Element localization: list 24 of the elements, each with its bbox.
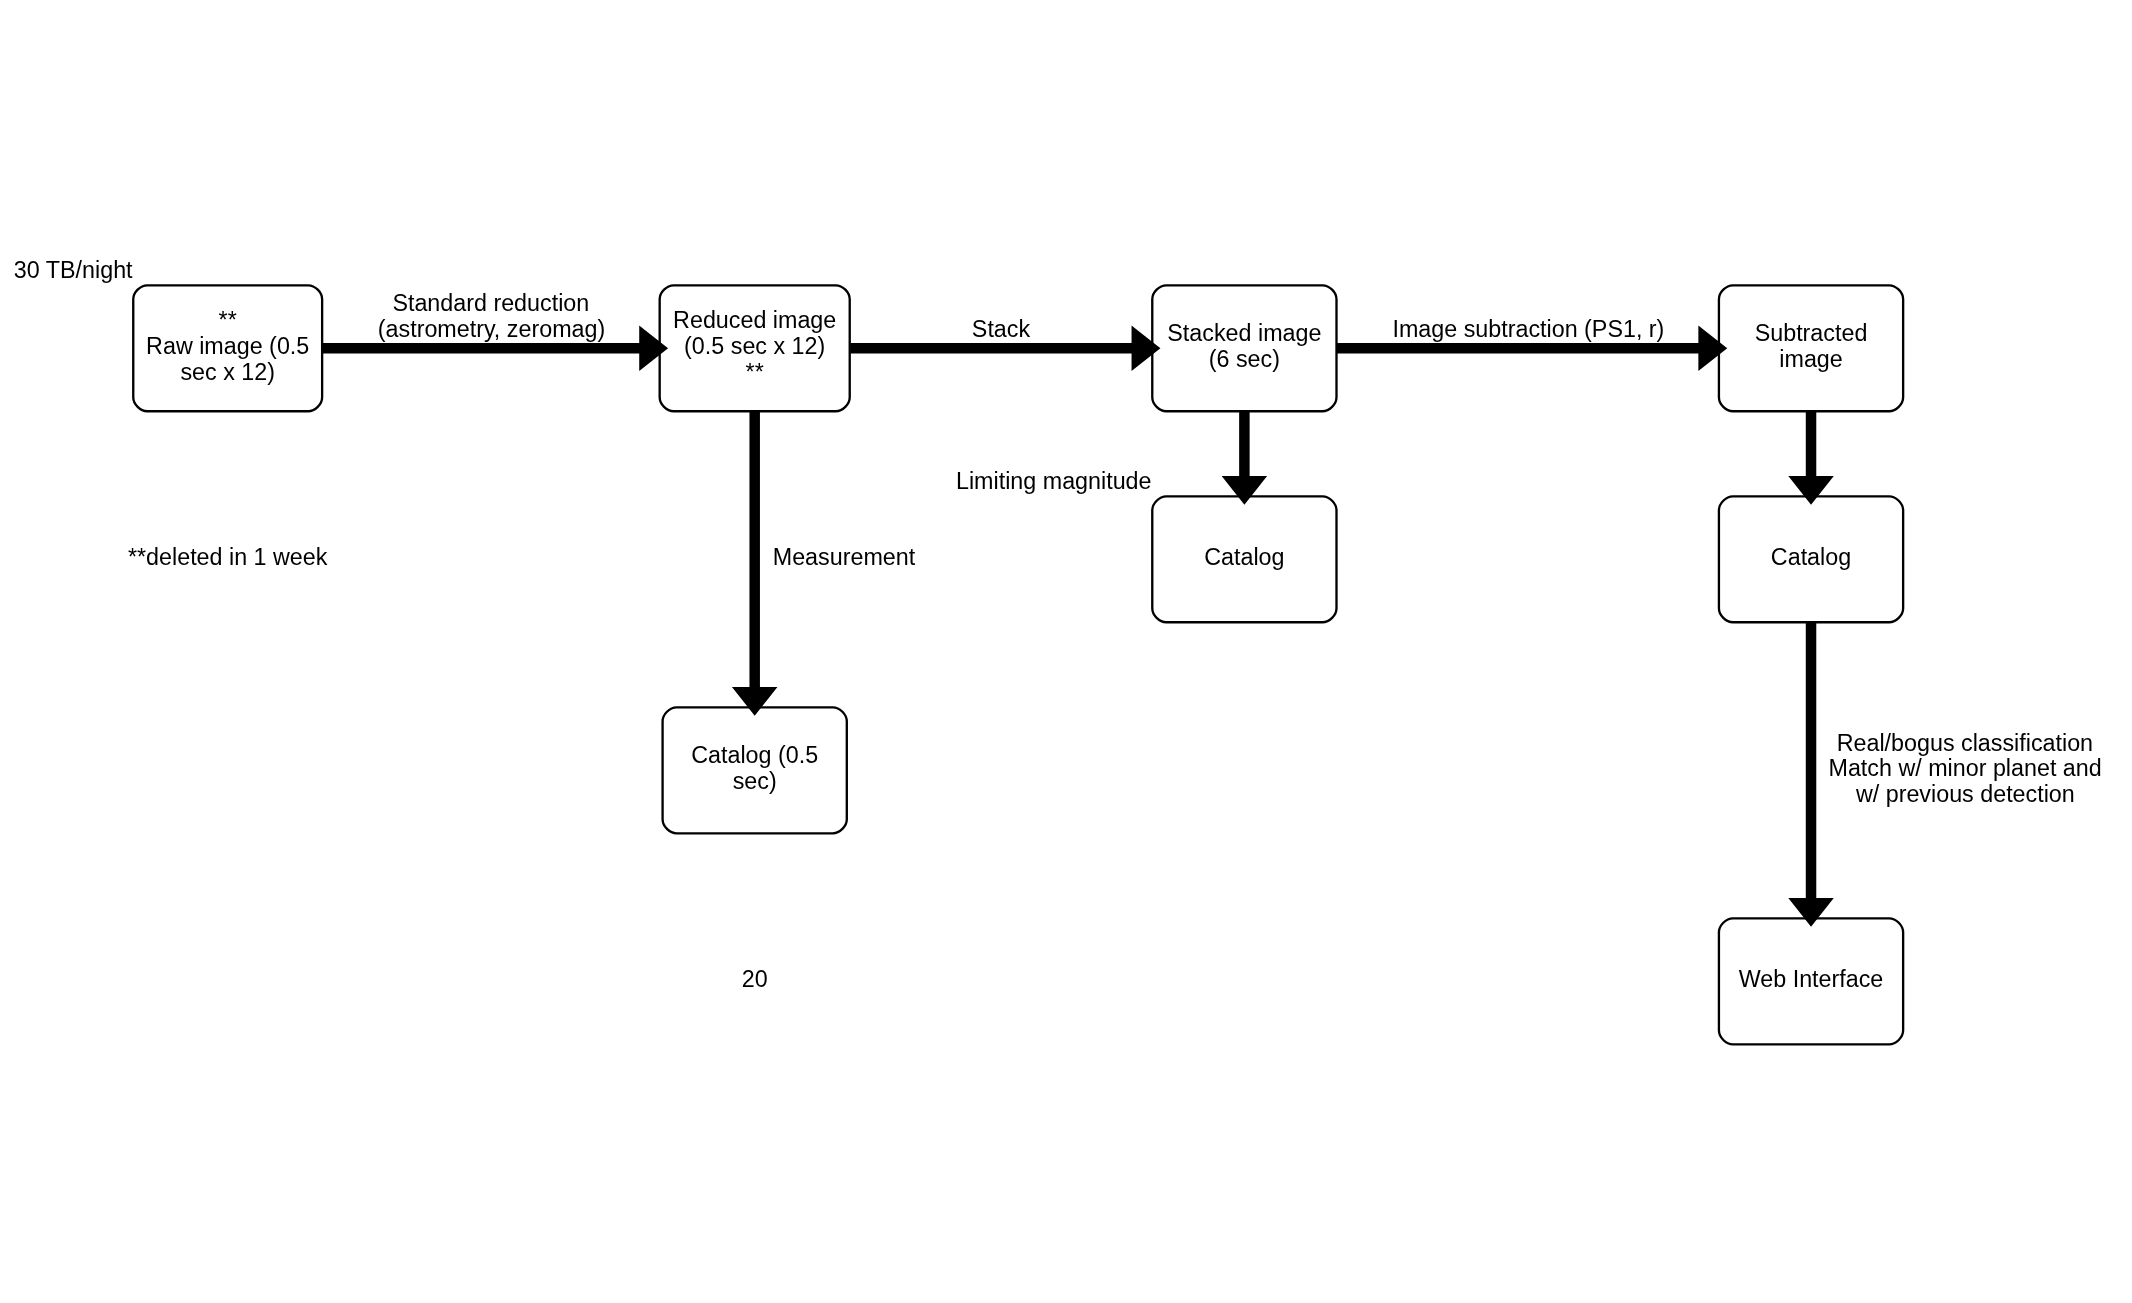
- node-label: 30 TB/night: [13, 256, 133, 283]
- edge-label: Standard reduction (astrometry, zeromag): [377, 289, 606, 342]
- arrow: [731, 410, 778, 716]
- arrow: [1336, 325, 1728, 371]
- node-box: Catalog (0.5 sec): [661, 705, 848, 834]
- node-box: Web Interface: [1717, 916, 1905, 1045]
- node-box: Reduced image (0.5 sec x 12) **: [658, 283, 851, 412]
- node-label: Limiting magnitude: [955, 467, 1152, 494]
- arrow: [850, 325, 1161, 371]
- node-box: Stacked image (6 sec): [1151, 283, 1338, 412]
- node-box: Catalog: [1151, 494, 1338, 623]
- label: **deleted in 1 week: [127, 543, 328, 570]
- edge-label: Real/bogus classification Match w/ minor planet and w/ previous detection: [1828, 729, 2102, 807]
- arrow: [1788, 411, 1834, 505]
- node-box: Catalog: [1717, 494, 1905, 623]
- node-box: ** Raw image (0.5 sec x 12): [132, 283, 324, 412]
- arrow: [1788, 621, 1834, 927]
- edge-label: Measurement: [772, 543, 916, 570]
- node-box: Subtracted image: [1717, 283, 1905, 412]
- label: 20: [741, 965, 768, 992]
- arrow: [1221, 411, 1268, 505]
- edge-label: Stack: [971, 315, 1031, 342]
- edge-label: Image subtraction (PS1, r): [1392, 315, 1665, 342]
- arrow: [322, 325, 669, 371]
